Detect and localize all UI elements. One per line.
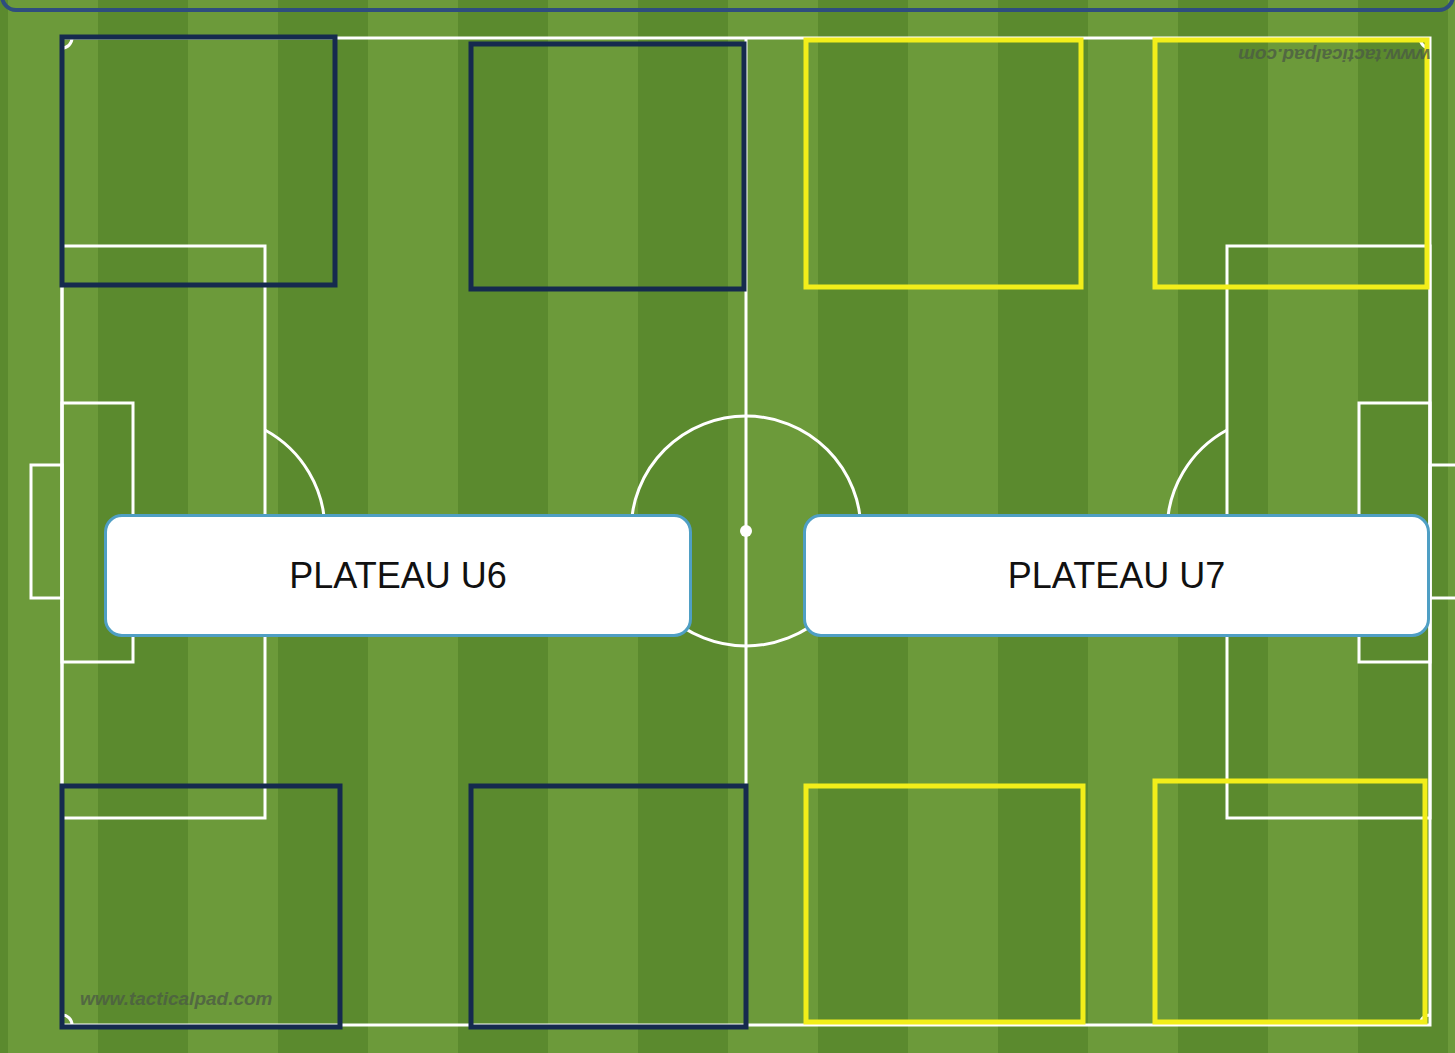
plateau-box: PLATEAU U6 <box>104 514 692 637</box>
box-title: PLATEAU U6 <box>289 555 506 597</box>
centre-spot <box>740 525 752 537</box>
frame-border <box>2 0 1453 10</box>
plateau-box: PLATEAU U7 <box>803 514 1430 637</box>
pitch-lines <box>31 38 1455 1025</box>
u6-zones <box>62 37 746 1027</box>
watermark: www.tacticalpad.com <box>1238 44 1431 66</box>
watermark: www.tacticalpad.com <box>80 988 273 1010</box>
box-title: PLATEAU U7 <box>1008 555 1225 597</box>
